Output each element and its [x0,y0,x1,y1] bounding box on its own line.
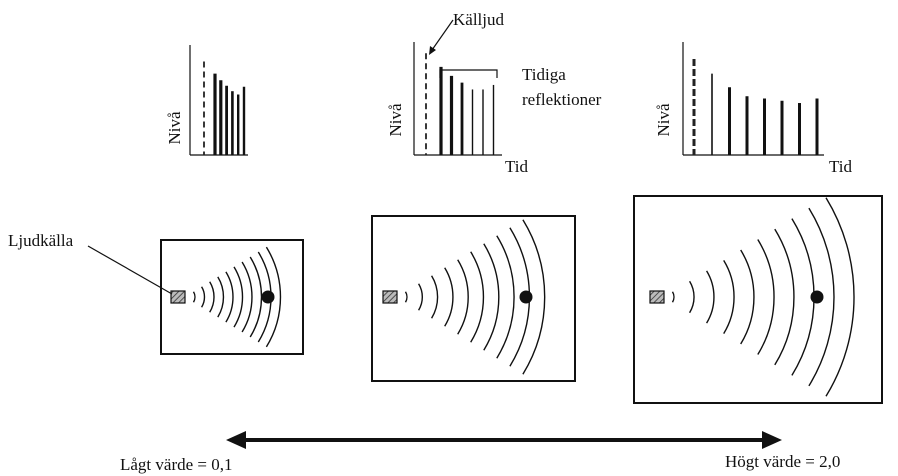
level-time-chart-large [682,42,824,156]
wavefront-arc [774,228,795,366]
listener-small [261,290,275,304]
wavefront-arc [404,291,408,303]
sound-source-medium [382,290,398,304]
direct-sound-label: Källjud [453,10,504,29]
scale-arrow-right-head [762,431,782,449]
wavefront-arc [431,275,439,319]
wavefront-arc [444,267,454,327]
room-small [160,239,304,355]
wavefront-arc [265,246,282,348]
early-reflections-label-line2: reflektioner [522,90,602,109]
wavefront-arc [825,197,855,397]
wavefront-arc [217,276,225,318]
wavefront-arc [192,291,196,303]
wavefront-arc [470,251,485,343]
wavefront-arc [249,256,263,338]
listener-medium [519,290,533,304]
wavefront-arc [723,260,735,334]
wavefront-arc [200,286,206,308]
low-value-label: Lågt värde = 0,1 [120,455,233,474]
y-axis-label-medium: Nivå [386,103,405,137]
wavefront-arc [757,239,775,355]
y-axis-label-large: Nivå [654,103,673,137]
x-axis-label-large: Tid [829,157,853,176]
wavefront-arc [225,271,234,323]
wavefront-arc [808,207,835,387]
wavefront-arc [496,235,515,359]
room-large [633,195,883,404]
sound-source-label: Ljudkälla [8,231,74,250]
direct-sound-arrowhead [429,46,436,55]
early-reflections-label-line1: Tidiga [522,65,566,84]
scale-arrow-left-head [226,431,246,449]
x-axis-label-medium: Tid [505,157,529,176]
wavefront-arc [233,266,244,328]
high-value-label: Högt värde = 2,0 [725,452,840,471]
wavefront-arc [740,249,755,345]
y-axis-label-small: Nivå [165,111,184,145]
wavefront-arc [417,283,423,311]
listener-large [810,290,824,304]
wavefront-arc [522,219,546,375]
wavefront-arc [483,243,500,351]
early-reflections-bracket [439,69,498,78]
sound-source-pointer [87,245,173,295]
room-medium [371,215,576,382]
wavefront-arc [671,291,675,303]
level-time-chart-medium [413,42,502,156]
sound-source-small [170,290,186,304]
sound-waves-large [671,197,855,397]
wavefront-arc [706,270,715,324]
wavefront-arc [457,259,469,335]
wavefront-arc [241,261,253,333]
level-time-chart-small [189,45,248,156]
direct-sound-pointer [431,19,454,51]
wavefront-arc [688,280,695,314]
sound-source-large [649,290,665,304]
wavefront-arc [209,281,215,313]
